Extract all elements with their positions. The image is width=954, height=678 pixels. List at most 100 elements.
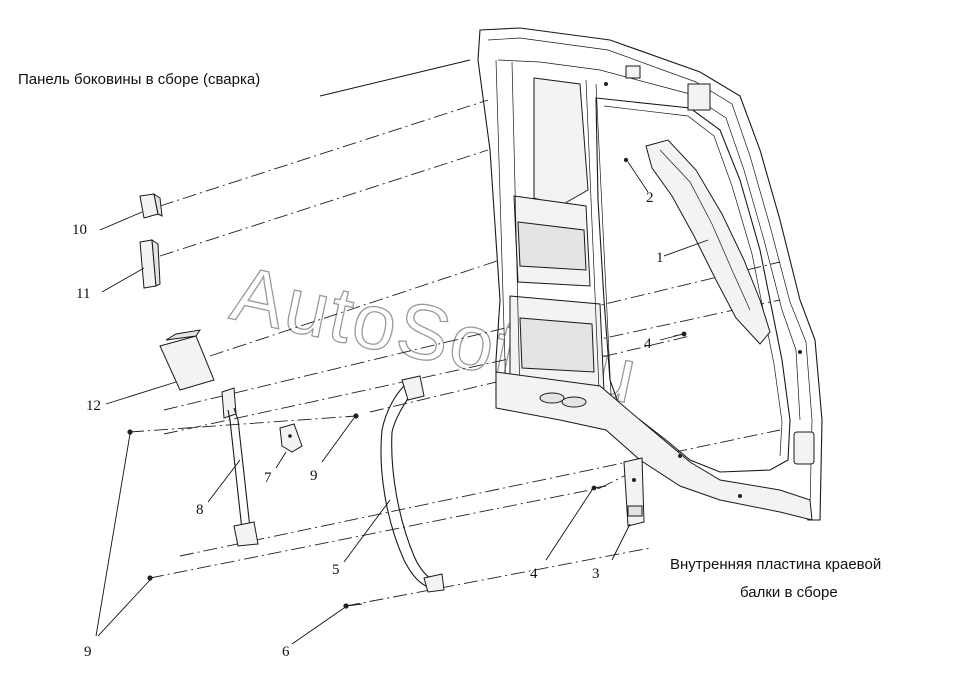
axis-line-11	[159, 149, 489, 257]
callout-9-left: 9	[84, 644, 92, 660]
axis-line-lower-b	[149, 487, 601, 579]
axis-line-bolt6	[345, 547, 651, 607]
callout-12: 12	[86, 398, 101, 414]
leader-9b	[321, 417, 355, 463]
weld-point-a	[678, 454, 682, 458]
axis-line-bolt9	[129, 415, 357, 433]
callout-9-right: 9	[310, 468, 318, 484]
bar-8-tube-b	[233, 407, 251, 529]
bottom-rail	[495, 371, 813, 521]
part-2-clip	[623, 157, 629, 163]
mid-pillar-recess	[517, 221, 587, 271]
side-panel-leader	[319, 59, 471, 97]
block-10-side	[153, 192, 163, 217]
rail-hole-b	[561, 396, 587, 408]
axis-line-upper-a	[163, 261, 781, 411]
leader-4a	[659, 335, 677, 341]
leader-2	[627, 161, 649, 193]
handle-inner	[391, 385, 437, 583]
leader-5	[343, 499, 391, 563]
leader-8	[207, 459, 241, 503]
handle-outer	[380, 385, 431, 589]
axis-line-upper-b	[163, 299, 781, 435]
callout-3: 3	[592, 566, 600, 582]
side-panel-assembly	[477, 27, 823, 521]
callout-4-lower: 4	[530, 566, 538, 582]
callout-6: 6	[282, 644, 290, 660]
callout-1: 1	[656, 250, 664, 266]
part-11-pad	[139, 239, 161, 289]
clip-7-body	[279, 423, 303, 453]
top-clip	[625, 65, 641, 79]
bolt-4-lower-shank	[593, 485, 607, 489]
lower-pillar-recess	[519, 317, 595, 373]
callout-10: 10	[72, 222, 87, 238]
frame-inner-edge	[487, 37, 813, 509]
leader-11	[101, 267, 145, 293]
foam-12-front	[159, 335, 215, 391]
window-opening-lip	[603, 105, 783, 457]
part-5-handle	[380, 375, 445, 593]
screw-6-shank	[345, 603, 363, 607]
trim-rib	[659, 149, 751, 311]
part-10-block	[139, 192, 163, 219]
part-12-foam	[159, 329, 215, 391]
trim-body	[645, 139, 771, 345]
pillar-edge-d	[595, 83, 613, 417]
foam-12-top	[165, 329, 202, 341]
leader-6	[291, 607, 345, 645]
bolt-9-c	[353, 413, 359, 419]
pad-11-side	[151, 239, 161, 287]
inner-plate-label-line2: балки в сборе	[740, 584, 838, 601]
bolt-9-a	[127, 429, 133, 435]
part-9-bolts	[127, 413, 359, 581]
handle-bottom-mount	[423, 573, 445, 593]
axis-line-bolt4	[369, 335, 691, 413]
callout-2: 2	[646, 190, 654, 206]
leader-10	[99, 211, 143, 231]
upper-pillar-panel	[533, 77, 589, 207]
leader-9a-2	[97, 579, 151, 637]
pillar-edge-c	[585, 79, 601, 415]
frame-flange	[497, 59, 801, 421]
pillar-edge-a	[495, 59, 507, 397]
callout-8: 8	[196, 502, 204, 518]
upper-bracket	[687, 83, 711, 111]
side-panel-label: Панель боковины в сборе (сварка)	[18, 71, 261, 88]
bracket-tab	[627, 505, 643, 517]
weld-point-b	[604, 82, 608, 86]
inner-plate-label-line1: Внутренняя пластина краевой	[670, 556, 882, 573]
part-4-bolt-lower	[591, 485, 607, 491]
callout-7: 7	[264, 470, 272, 486]
callout-11: 11	[76, 286, 90, 302]
part-6-screw	[343, 603, 363, 609]
bar-8-tube-a	[227, 409, 243, 531]
part-7-clip	[279, 423, 303, 453]
bar-8-bottom-mount	[233, 521, 259, 547]
part-8-bar	[221, 387, 259, 547]
leader-7	[275, 451, 287, 469]
leader-3	[611, 523, 631, 561]
callout-5: 5	[332, 562, 340, 578]
pillar-edge-b	[511, 61, 521, 397]
bracket-hole	[632, 478, 636, 482]
part-3-bracket	[623, 457, 645, 527]
handle-top-mount	[401, 375, 425, 401]
rail-hole-a	[539, 392, 565, 404]
lock-mount	[793, 431, 815, 465]
weld-point-d	[738, 494, 742, 498]
leader-1	[663, 239, 709, 257]
weld-point-c	[798, 350, 802, 354]
axis-line-lower-a	[179, 429, 781, 557]
part-1-trim	[645, 139, 771, 345]
leader-12	[105, 381, 177, 405]
callout-4-upper: 4	[644, 336, 652, 352]
clip-7-hole	[288, 434, 292, 438]
bolt-9-b	[147, 575, 153, 581]
axis-line-12	[209, 259, 501, 357]
axis-line-10	[159, 99, 489, 207]
leader-4b	[545, 489, 593, 561]
leader-9a-1	[95, 433, 131, 637]
